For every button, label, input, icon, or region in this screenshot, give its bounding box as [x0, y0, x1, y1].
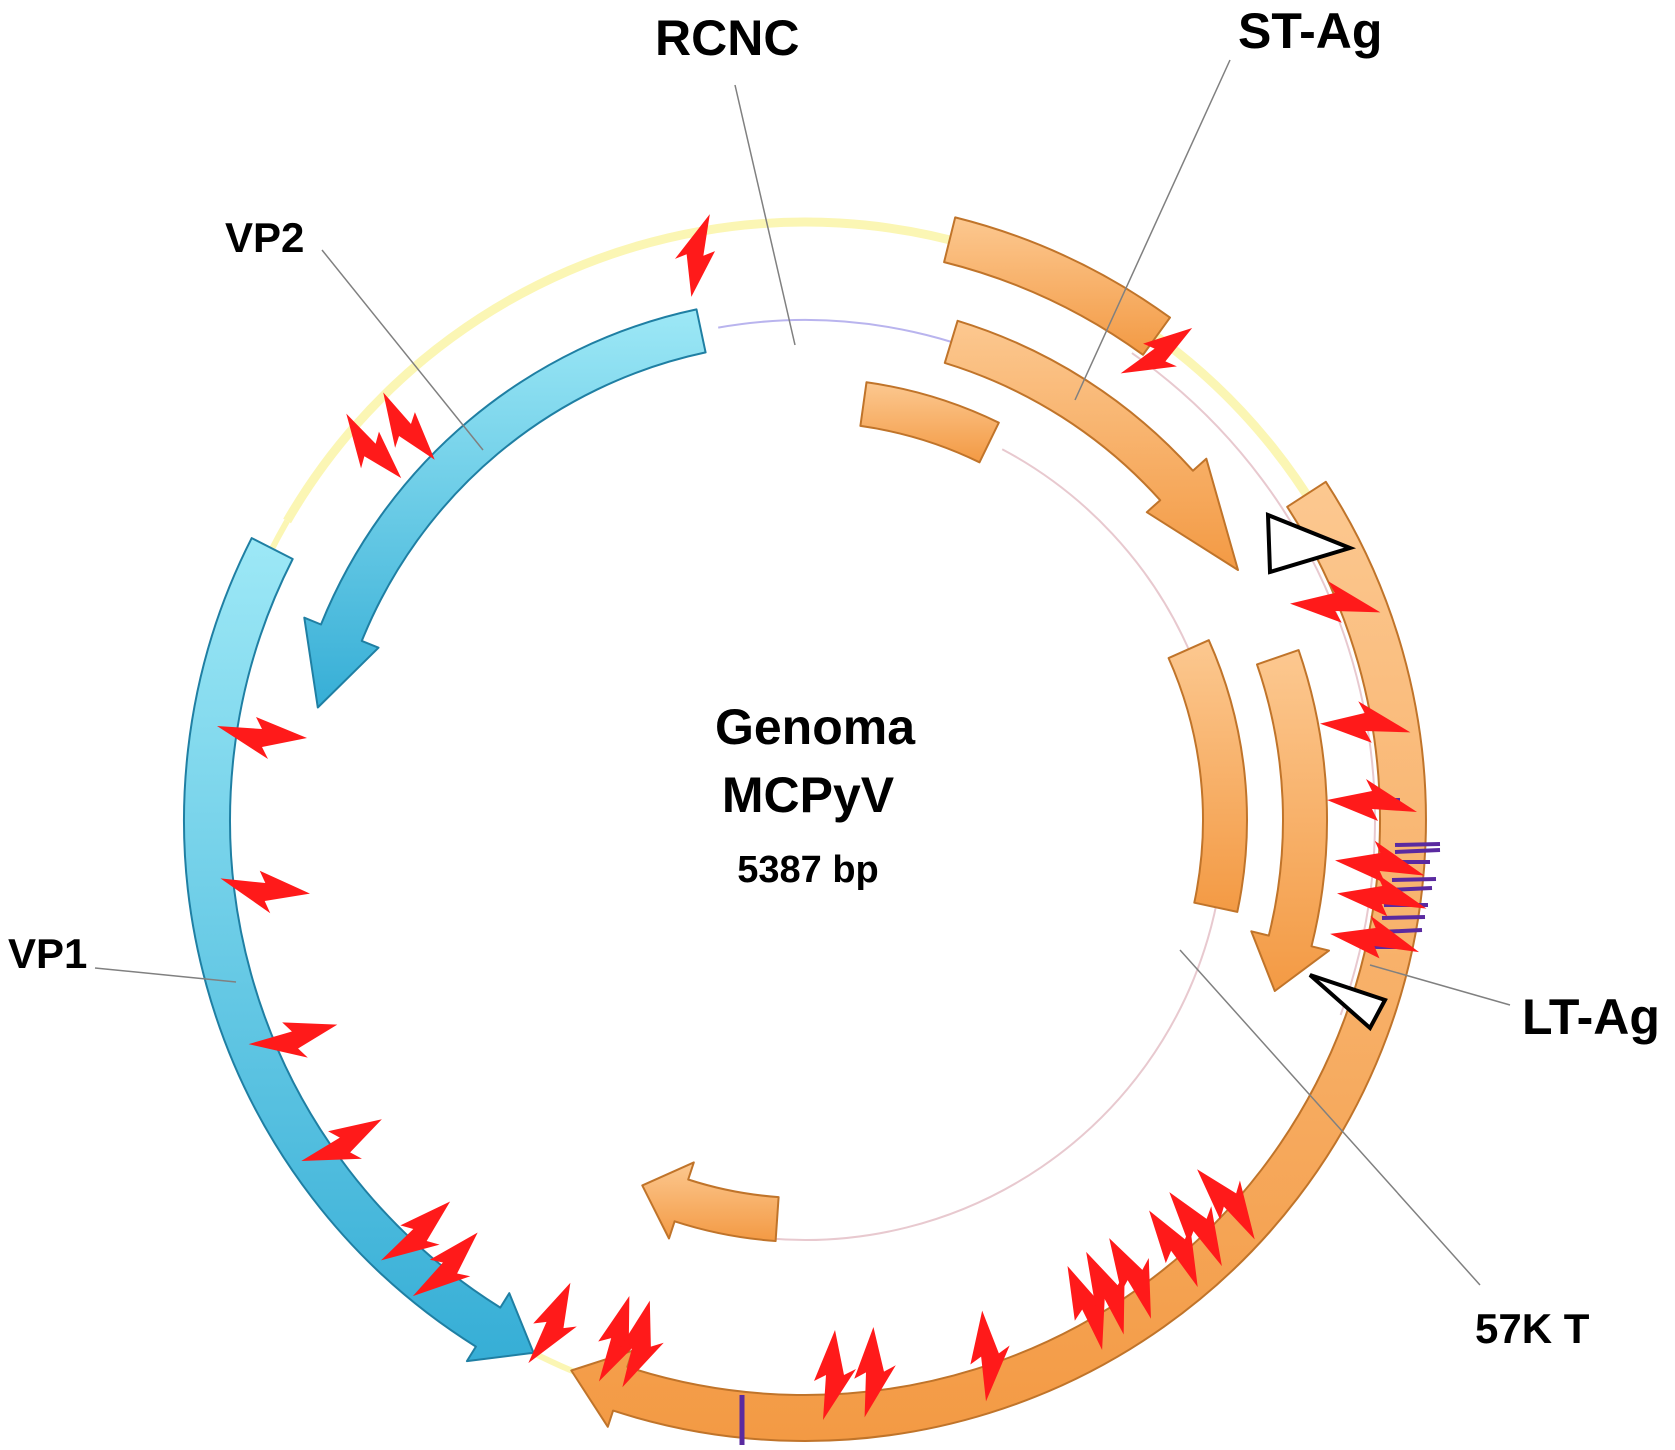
lt-ag-middle-arrow: [1250, 649, 1330, 992]
label-vp2: VP2: [225, 214, 304, 261]
mutation-bolt-5: [1320, 701, 1411, 743]
mutation-bolt-23: [1086, 1251, 1125, 1335]
mutation-bolt-icon: [1327, 779, 1417, 821]
mutation-bolt-icon: [1197, 1169, 1255, 1240]
mutation-bolt-0: [674, 214, 716, 297]
mutation-bolt-icon: [674, 214, 716, 297]
mutation-bolt-icon: [620, 1300, 664, 1388]
st-ag-arrow: [943, 319, 1239, 571]
label-st-ag: ST-Ag: [1238, 3, 1382, 59]
purple-tick-1: [1394, 842, 1441, 847]
mutation-bolt-9: [1330, 915, 1420, 959]
mutation-bolt-20: [854, 1327, 896, 1418]
vp2-arrow: [303, 308, 707, 709]
mutation-bolt-11: [220, 870, 310, 914]
center-title-mcpyv: MCPyV: [722, 767, 895, 823]
mutation-markers: [217, 214, 1427, 1420]
gene-features: [183, 216, 1427, 1442]
leader-line-3: [94, 967, 237, 983]
mutation-bolt-icon: [1120, 328, 1193, 374]
mutation-bolt-icon: [1320, 701, 1411, 743]
mutation-bolt-25: [1149, 1210, 1198, 1288]
label-vp1: VP1: [8, 930, 87, 977]
mutation-bolt-icon: [346, 413, 402, 479]
mutation-bolt-2: [383, 392, 435, 460]
leader-line-0: [734, 84, 796, 346]
mutation-bolt-icon: [1149, 1210, 1198, 1288]
mutation-bolt-icon: [528, 1282, 577, 1364]
center-genome-size: 5387 bp: [737, 849, 879, 891]
mutation-bolt-19: [814, 1330, 856, 1420]
mutation-bolt-icon: [248, 1022, 338, 1058]
purple-tick-2: [1394, 848, 1441, 854]
mutation-bolt-12: [248, 1022, 338, 1058]
57k-t-middle-block: [1167, 639, 1248, 913]
mutation-bolt-icon: [380, 1201, 451, 1261]
mutation-bolt-icon: [383, 392, 435, 460]
mutation-bolt-27: [1197, 1169, 1255, 1240]
mutation-bolt-14: [380, 1201, 451, 1261]
mutation-bolt-icon: [1335, 840, 1425, 884]
center-title-genoma: Genoma: [715, 699, 916, 755]
label-rcnc: RCNC: [655, 10, 799, 66]
leader-line-1: [1074, 59, 1231, 401]
purple-tick-4: [1391, 877, 1437, 882]
mutation-bolt-16: [528, 1282, 577, 1364]
leader-lines: [94, 59, 1511, 1286]
mutation-bolt-18: [620, 1300, 664, 1388]
mutation-bolt-26: [1169, 1192, 1222, 1267]
mutation-bolt-icon: [220, 870, 310, 914]
label-57k-t: 57K T: [1475, 1305, 1590, 1352]
triangle-markers: [1265, 511, 1388, 1032]
57k-t-end-arrow: [641, 1161, 780, 1242]
mutation-bolt-icon: [1330, 915, 1420, 959]
lt-ag-exon1-block: [943, 216, 1171, 356]
mutation-bolt-icon: [1337, 873, 1427, 917]
leader-line-5: [1179, 949, 1481, 1286]
lt-ag-main-arrow: [570, 480, 1427, 1442]
mutation-bolt-4: [1290, 581, 1381, 623]
mutation-bolt-icon: [854, 1327, 896, 1418]
mutation-bolt-icon: [1290, 581, 1381, 623]
mutation-bolt-icon: [814, 1330, 856, 1420]
mutation-bolt-10: [217, 717, 307, 759]
mutation-bolt-icon: [301, 1119, 382, 1161]
label-lt-ag: LT-Ag: [1522, 989, 1660, 1045]
leader-line-4: [1369, 964, 1511, 1006]
mutation-bolt-21: [970, 1310, 1010, 1402]
inner-57k-backbone: [768, 448, 1226, 1241]
mutation-bolt-icon: [1109, 1238, 1151, 1319]
purple-tick-7: [1381, 915, 1426, 920]
mutation-bolt-icon: [1169, 1192, 1222, 1267]
mutation-bolt-icon: [1086, 1251, 1125, 1335]
mutation-bolt-13: [301, 1119, 382, 1161]
mutation-bolt-icon: [598, 1295, 642, 1382]
mutation-bolt-8: [1337, 873, 1427, 917]
mutation-bolt-15: [412, 1232, 478, 1297]
mutation-bolt-7: [1335, 840, 1425, 884]
leader-line-2: [321, 249, 484, 451]
mutation-bolt-1: [1120, 328, 1193, 374]
mutation-bolt-17: [598, 1295, 642, 1382]
mutation-bolt-icon: [1067, 1266, 1106, 1350]
57k-t-exon1-block: [859, 381, 1000, 464]
open-triangle-marker-icon: [1265, 511, 1357, 575]
vp1-arrow: [183, 537, 535, 1363]
mutation-bolt-6: [1327, 779, 1417, 821]
mutation-bolt-22: [1067, 1266, 1106, 1350]
mutation-bolt-24: [1109, 1238, 1151, 1319]
mutation-bolt-icon: [412, 1232, 478, 1297]
open-triangle-marker-icon: [1308, 973, 1388, 1032]
mutation-bolt-icon: [970, 1310, 1010, 1402]
mutation-bolt-3: [346, 413, 402, 479]
mutation-bolt-icon: [217, 717, 307, 759]
